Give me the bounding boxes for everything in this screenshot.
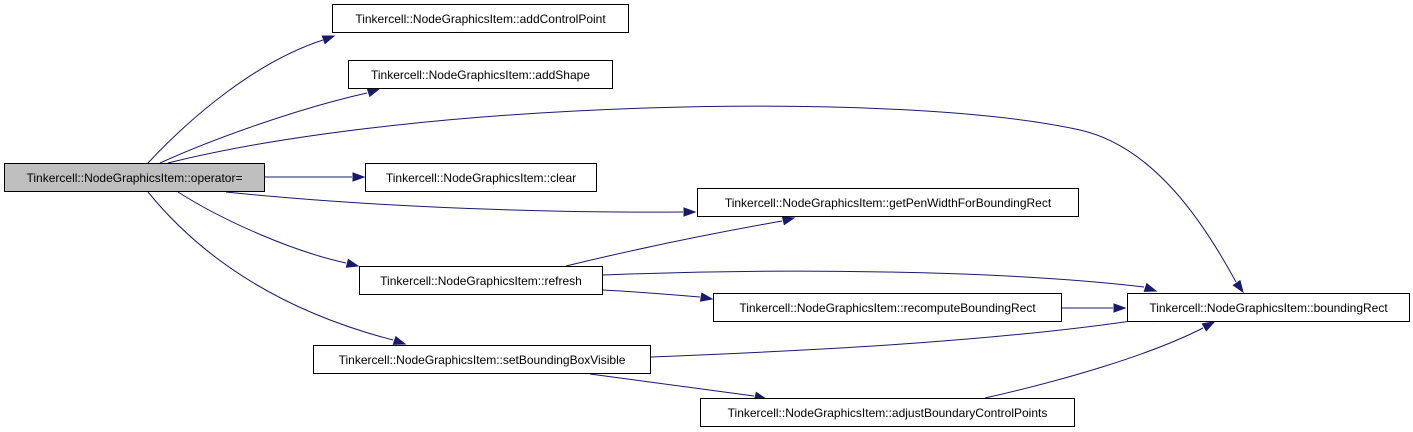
arrowhead-icon	[699, 292, 714, 302]
node-addShape-label: Tinkercell::NodeGraphicsItem::addShape	[371, 68, 590, 82]
edge-line	[984, 327, 1204, 399]
node-refresh[interactable]: Tinkercell::NodeGraphicsItem::refresh	[359, 266, 603, 295]
edge-operator-to-addShape	[159, 88, 381, 164]
node-adjust[interactable]: Tinkercell::NodeGraphicsItem::adjustBoun…	[700, 398, 1075, 427]
node-refresh-box	[359, 266, 603, 295]
node-addControlPoint-label: Tinkercell::NodeGraphicsItem::addControl…	[355, 12, 606, 26]
edge-setBBVisible-to-adjust	[589, 373, 768, 401]
arrowhead-icon	[1232, 279, 1244, 294]
edge-recompute-to-boundingRect	[1062, 303, 1127, 313]
node-boundingRect-box	[1127, 293, 1410, 322]
node-addControlPoint-box	[332, 4, 629, 33]
edge-refresh-to-getPenWidth	[565, 216, 796, 267]
node-boundingRect[interactable]: Tinkercell::NodeGraphicsItem::boundingRe…	[1127, 293, 1410, 322]
node-recompute-label: Tinkercell::NodeGraphicsItem::recomputeB…	[739, 301, 1036, 315]
edge-line	[602, 289, 701, 298]
node-setBBVisible[interactable]: Tinkercell::NodeGraphicsItem::setBoundin…	[313, 345, 651, 374]
node-getPenWidth-label: Tinkercell::NodeGraphicsItem::getPenWidt…	[725, 196, 1052, 210]
node-recompute[interactable]: Tinkercell::NodeGraphicsItem::recomputeB…	[713, 293, 1062, 322]
node-adjust-label: Tinkercell::NodeGraphicsItem::adjustBoun…	[728, 406, 1048, 420]
node-setBBVisible-label: Tinkercell::NodeGraphicsItem::setBoundin…	[339, 353, 626, 367]
node-clear[interactable]: Tinkercell::NodeGraphicsItem::clear	[365, 163, 597, 192]
node-operator-label: Tinkercell::NodeGraphicsItem::operator=	[27, 171, 243, 185]
edge-refresh-to-boundingRect	[602, 270, 1158, 292]
node-recompute-box	[713, 293, 1062, 322]
arrowhead-icon	[321, 35, 336, 45]
node-refresh-label: Tinkercell::NodeGraphicsItem::refresh	[380, 274, 582, 288]
edge-line	[167, 105, 1237, 283]
node-getPenWidth[interactable]: Tinkercell::NodeGraphicsItem::getPenWidt…	[697, 188, 1079, 217]
edge-operator-to-setBBVisible	[147, 191, 407, 345]
edge-line	[602, 270, 1145, 288]
edge-line	[589, 373, 755, 397]
node-addShape-box	[348, 60, 613, 89]
edge-line	[177, 191, 347, 264]
edge-operator-to-boundingRect	[167, 105, 1244, 294]
edge-line	[159, 92, 368, 164]
arrowhead-icon	[781, 216, 796, 226]
edge-operator-to-refresh	[177, 191, 360, 268]
arrowhead-icon	[1143, 282, 1158, 292]
node-clear-box	[365, 163, 597, 192]
node-clear-label: Tinkercell::NodeGraphicsItem::clear	[386, 171, 576, 185]
node-operator-box	[4, 163, 265, 192]
arrowhead-icon	[366, 88, 381, 98]
node-addShape[interactable]: Tinkercell::NodeGraphicsItem::addShape	[348, 60, 613, 89]
edge-line	[225, 191, 684, 213]
node-addControlPoint[interactable]: Tinkercell::NodeGraphicsItem::addControl…	[332, 4, 629, 33]
edge-line	[565, 220, 783, 267]
edge-operator-to-getPenWidth	[225, 191, 697, 217]
arrowhead-icon	[345, 258, 360, 268]
nodes-layer: Tinkercell::NodeGraphicsItem::operator= …	[4, 4, 1410, 427]
node-boundingRect-label: Tinkercell::NodeGraphicsItem::boundingRe…	[1149, 301, 1388, 315]
arrowhead-icon	[1113, 303, 1127, 313]
edge-adjust-to-boundingRect	[984, 321, 1216, 399]
arrowhead-icon	[683, 207, 697, 217]
node-getPenWidth-box	[697, 188, 1079, 217]
arrowhead-icon	[352, 172, 366, 182]
edge-line	[147, 191, 394, 341]
edge-line	[147, 39, 324, 164]
edges-layer	[147, 35, 1244, 401]
node-adjust-box	[700, 398, 1075, 427]
edge-operator-to-clear	[265, 172, 366, 182]
node-setBBVisible-box	[313, 345, 651, 374]
arrowhead-icon	[1201, 321, 1216, 332]
edge-line	[650, 317, 1152, 358]
edge-refresh-to-recompute	[602, 289, 714, 302]
edge-operator-to-addControlPoint	[147, 35, 336, 164]
node-operator[interactable]: Tinkercell::NodeGraphicsItem::operator=	[4, 163, 265, 192]
arrowhead-icon	[392, 335, 407, 345]
